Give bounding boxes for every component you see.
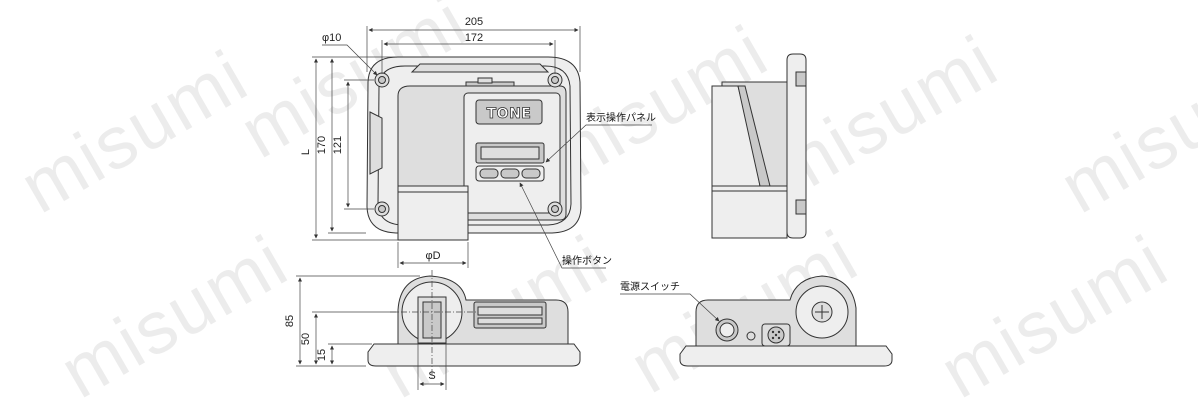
front-top-ridge xyxy=(410,63,550,73)
operation-button-right xyxy=(521,168,541,179)
watermark-layer: misumi misumi misumi misumi misumi misum… xyxy=(7,0,1198,400)
side-view xyxy=(711,53,807,239)
front-view: TONE xyxy=(366,56,582,241)
mounting-hole xyxy=(547,201,563,217)
connector-pin xyxy=(777,330,781,334)
dim-axis-height: 50 xyxy=(300,333,312,345)
connector-pin xyxy=(771,330,775,334)
dim-drive-diameter: φD xyxy=(425,250,440,262)
mounting-hole xyxy=(374,72,390,88)
side-flange xyxy=(786,53,807,239)
watermark-text: misumi xyxy=(7,34,262,229)
top-connector-cap xyxy=(477,77,493,84)
connector-pin xyxy=(774,333,778,337)
logo-plate xyxy=(475,99,543,125)
bottom-base xyxy=(367,343,581,367)
mounting-hole xyxy=(547,72,563,88)
bottom-dimensions: 85 50 15 S xyxy=(284,275,447,390)
dim-base-height: 15 xyxy=(316,349,328,361)
brand-logo: TONE xyxy=(487,106,532,122)
dim-hole-diameter: φ10 xyxy=(322,32,341,44)
operation-button-center xyxy=(500,168,520,179)
side-lower-block xyxy=(711,185,788,239)
display-screen xyxy=(480,146,540,160)
connector-pin xyxy=(771,336,775,340)
bottom-view xyxy=(367,270,581,380)
rear-view xyxy=(679,275,893,367)
bottom-display-inner xyxy=(477,317,543,325)
rear-base xyxy=(679,345,893,367)
callouts: 表示操作パネル 操作ボタン xyxy=(519,111,656,269)
button-bezel xyxy=(475,165,545,182)
dim-overall-width: 205 xyxy=(465,16,483,28)
drive-block xyxy=(397,185,469,241)
watermark-text: misumi xyxy=(927,219,1182,400)
dim-height-outer: 170 xyxy=(316,136,328,154)
left-grip xyxy=(369,111,383,175)
side-bolt-bottom xyxy=(795,199,807,215)
power-switch-cap xyxy=(719,322,735,338)
small-connector xyxy=(746,331,756,341)
side-bolt-top xyxy=(795,71,807,87)
power-callout: 電源スイッチ xyxy=(620,280,720,322)
dim-hole-pitch-width: 172 xyxy=(465,32,483,44)
callout-power-switch: 電源スイッチ xyxy=(620,280,680,293)
connector-pin xyxy=(777,336,781,340)
watermark-text: misumi xyxy=(47,219,302,400)
operation-button-left xyxy=(479,168,499,179)
callout-display-panel: 表示操作パネル xyxy=(586,111,656,124)
dim-height-inner: 121 xyxy=(332,136,344,154)
front-dimensions: 205 172 φ10 L 170 121 φD xyxy=(300,16,581,268)
bottom-display-inner xyxy=(477,306,543,316)
callout-operation-buttons: 操作ボタン xyxy=(562,254,612,267)
dim-square-drive: S xyxy=(428,370,435,382)
dim-length: L xyxy=(300,149,312,155)
dim-total-height: 85 xyxy=(284,315,296,327)
watermark-text: misumi xyxy=(1047,34,1198,229)
mounting-hole xyxy=(374,201,390,217)
